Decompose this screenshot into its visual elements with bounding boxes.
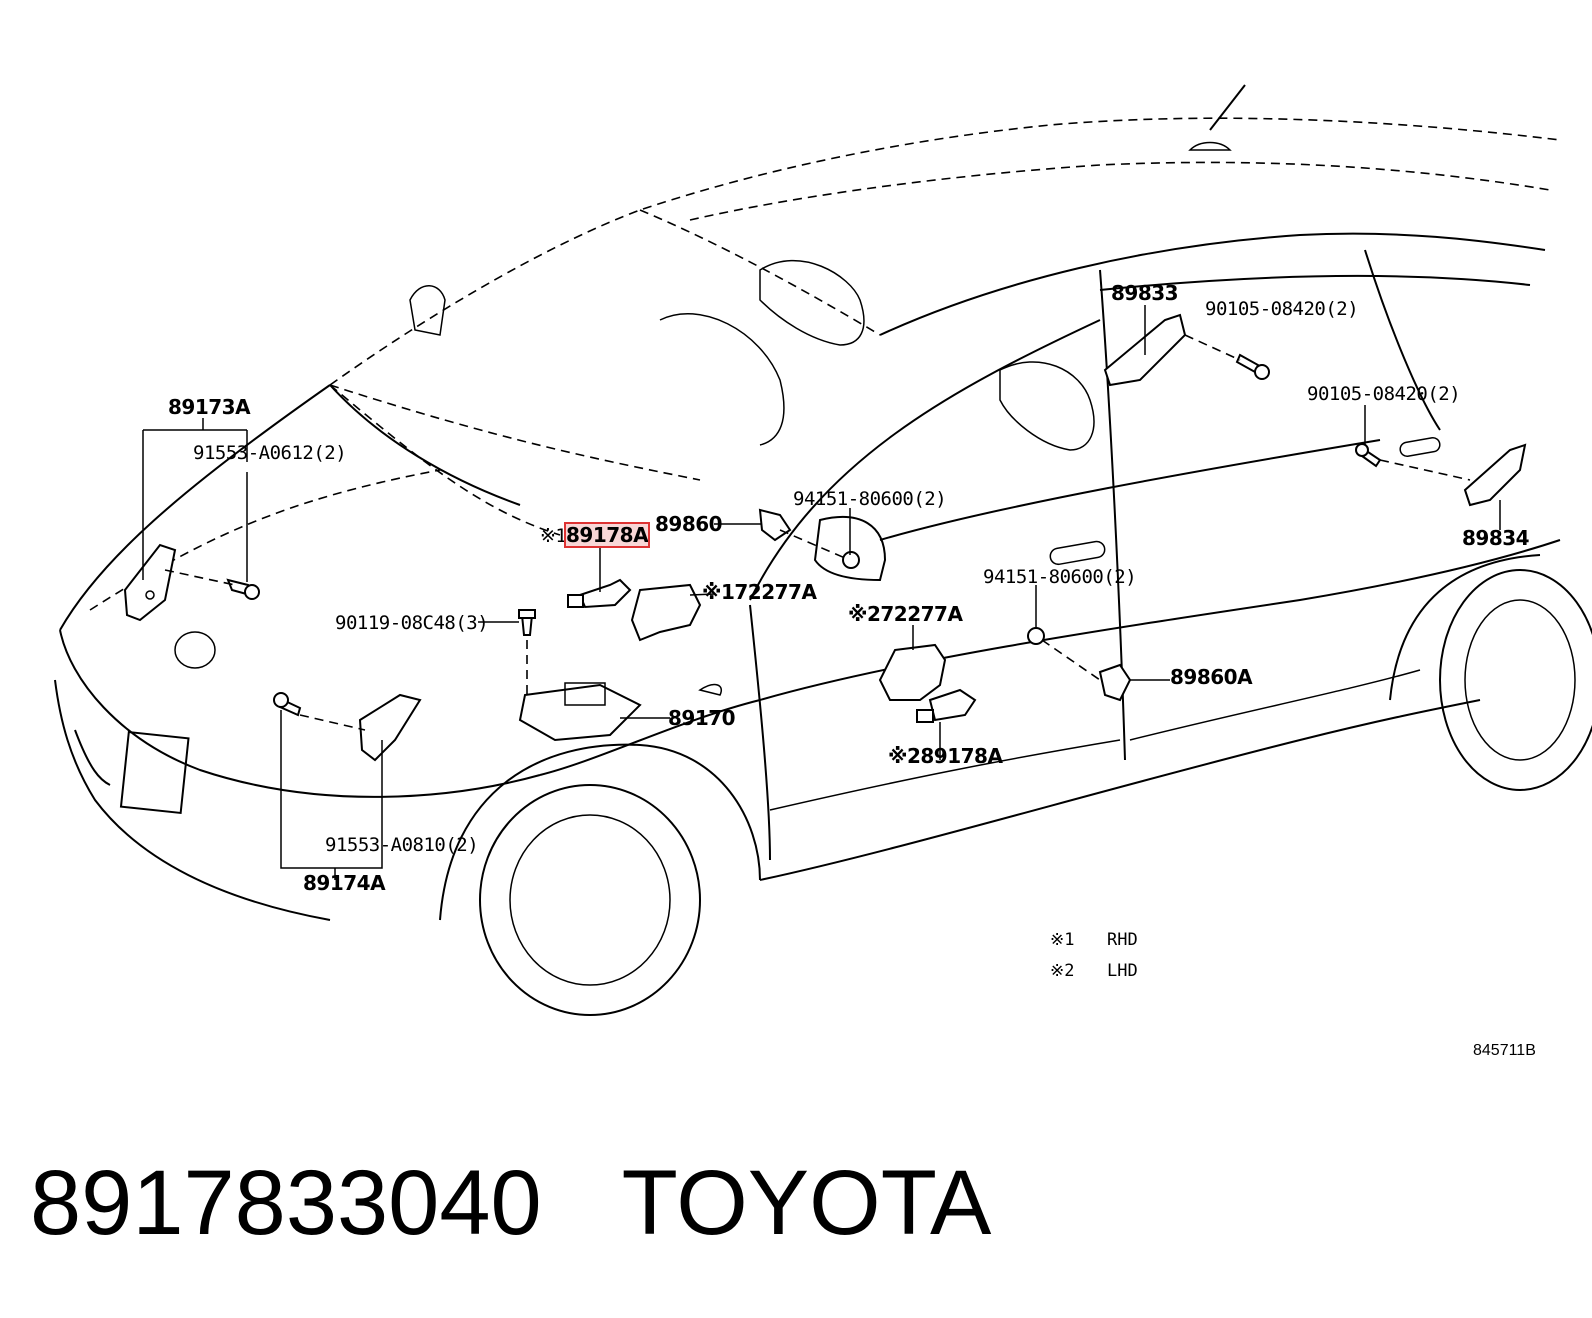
- part-caption: 8917833040 TOYOTA: [30, 1148, 991, 1258]
- leader-lines: [142, 305, 1501, 880]
- label-90119-08C48: 90119-08C48(3): [335, 612, 489, 634]
- legend-lhd: ※2 LHD: [1050, 961, 1138, 981]
- label-94151-80600-a: 94151-80600(2): [793, 488, 947, 510]
- label-94151-80600-b: 94151-80600(2): [983, 566, 1137, 588]
- legend-rhd-label: RHD: [1106, 930, 1138, 950]
- label-72277A-rhd: ※172277A: [702, 580, 817, 604]
- label-89178A-rhd: 89178A: [563, 522, 651, 548]
- part-shapes: [123, 313, 1527, 762]
- legend-lhd-mark: ※2: [1050, 961, 1075, 981]
- label-91553-A0810: 91553-A0810(2): [325, 834, 479, 856]
- label-90105-08420-a: 90105-08420(2): [1205, 298, 1359, 320]
- label-90105-08420-b: 90105-08420(2): [1307, 383, 1461, 405]
- legend-lhd-label: LHD: [1106, 961, 1138, 981]
- label-89174A: 89174A: [303, 871, 386, 895]
- label-89178A-lhd: ※289178A: [888, 744, 1003, 768]
- label-89170: 89170: [668, 706, 736, 730]
- label-91553-A0612: 91553-A0612(2): [193, 442, 347, 464]
- legend-rhd: ※1 RHD: [1050, 930, 1138, 950]
- diagram-reference-code: 845711B: [1473, 1042, 1536, 1059]
- label-89834: 89834: [1462, 526, 1530, 550]
- label-89833: 89833: [1111, 281, 1179, 305]
- label-89173A: 89173A: [168, 395, 251, 419]
- parts-diagram: [54, 84, 1592, 1016]
- part-number: 8917833040: [30, 1152, 542, 1254]
- label-72277A-lhd: ※272277A: [848, 602, 963, 626]
- label-rhd-mark: ※1: [540, 525, 567, 547]
- label-89860A: 89860A: [1170, 665, 1253, 689]
- legend-rhd-mark: ※1: [1050, 930, 1075, 950]
- brand-name: TOYOTA: [621, 1152, 992, 1254]
- car-outline: [54, 84, 1592, 1016]
- label-89860: 89860: [655, 512, 723, 536]
